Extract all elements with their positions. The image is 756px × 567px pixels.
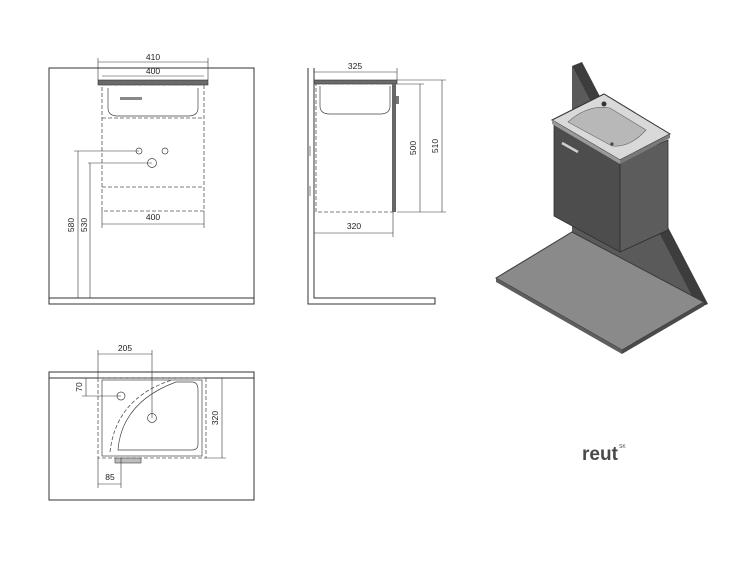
top-view: 205 70 320 85 [48,343,255,501]
dim-label-410: 410 [146,52,160,62]
front-basin-top [97,79,209,86]
top-handle [114,457,142,464]
front-view-wall-frame [48,67,255,305]
side-basin-top [313,79,398,85]
front-view: 410 400 400 580 530 [48,52,255,305]
top-door-swing [109,379,173,453]
dim-label-580: 580 [66,218,76,232]
brand-name: reut [582,444,619,465]
dim-label-400-bottom: 400 [146,212,160,222]
dim-label-530: 530 [79,218,89,232]
brand-logo: reut SK [582,444,626,465]
isometric-view [495,62,708,354]
dim-label-320-side: 320 [347,221,361,231]
front-door-handle [120,97,142,100]
iso-door-handle [561,141,579,154]
dim-label-205: 205 [118,343,132,353]
front-cabinet-outline [101,84,205,212]
dim-label-85: 85 [105,472,115,482]
dim-label-400-top: 400 [146,66,160,76]
iso-floor-edge-front [496,278,622,354]
front-hole-right [161,147,169,155]
iso-basin-edge-right [620,134,670,164]
dim-label-70: 70 [74,382,84,392]
brand-mark: SK [619,444,626,450]
side-view-wall-floor [307,68,436,305]
dim-label-500: 500 [408,141,418,155]
dim-label-510: 510 [430,139,440,153]
side-basin-bowl [319,86,391,115]
iso-floor-edge-right [622,302,704,354]
side-view: 325 320 500 510 [307,61,446,305]
side-handle [396,96,399,104]
side-cabinet-outline [315,83,394,213]
dim-label-325: 325 [348,61,362,71]
iso-drain [610,142,614,146]
dim-label-320-top: 320 [210,411,220,425]
top-basin-bowl [117,381,199,451]
iso-basin-bowl [567,107,647,147]
iso-basin-edge-front [552,120,620,164]
side-door-panel [392,84,396,212]
top-view-frame [48,371,255,501]
iso-tap-hole [601,101,607,107]
front-basin-bowl [107,88,199,117]
